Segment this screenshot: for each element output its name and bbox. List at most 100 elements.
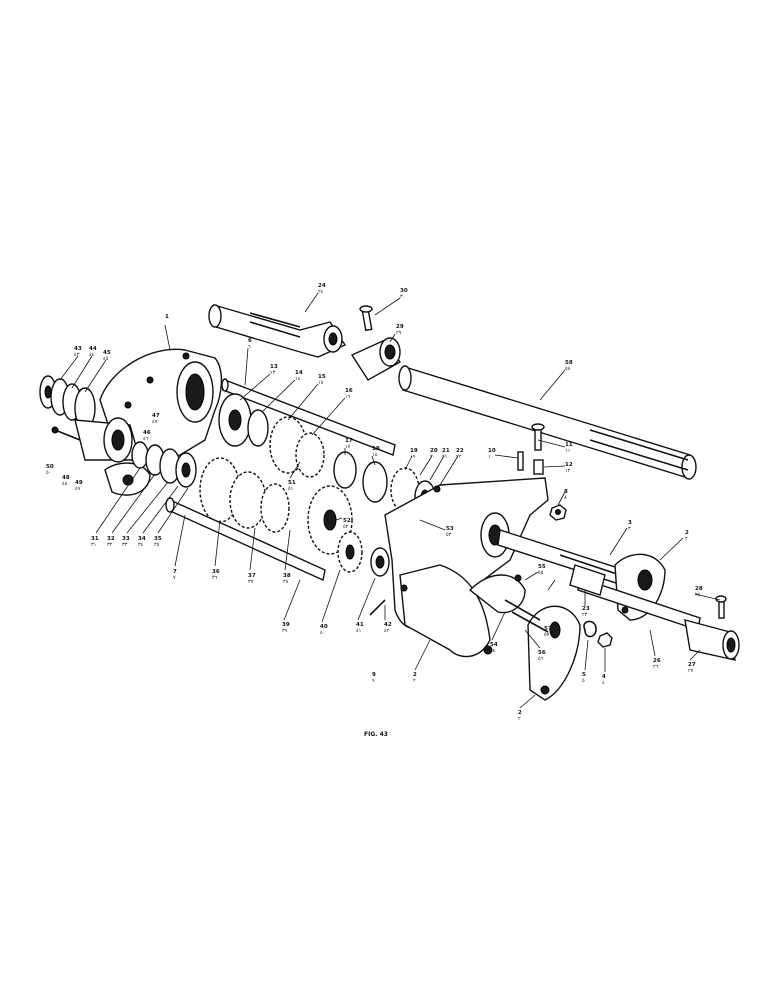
- callout-number: 29: [396, 324, 404, 330]
- callout-arabic-number: ٥٢: [343, 524, 349, 530]
- callout-arabic-number: ١١: [565, 448, 570, 454]
- selector-levers-54-57: [468, 574, 549, 633]
- callout-number: 56: [538, 650, 546, 656]
- callout-arabic-number: ٤٠: [320, 630, 325, 636]
- callout-number: 4: [602, 674, 606, 680]
- callout-number: 28: [695, 586, 703, 592]
- layshaft-cluster-36-38: [199, 457, 353, 555]
- nut-8: [549, 504, 567, 521]
- callout-arabic-number: ٢: [685, 536, 688, 542]
- callout-number: 7: [173, 569, 177, 575]
- nut-4: [597, 632, 613, 648]
- callout-arabic-number: ٣٠: [400, 294, 405, 300]
- callout-arabic-number: ٤٤: [89, 352, 95, 358]
- callout-arabic-number: ٢٣: [582, 612, 588, 618]
- callout-number: 43: [74, 346, 82, 352]
- callout-number: 50: [46, 464, 54, 470]
- callout-number: 2: [413, 672, 417, 678]
- callout-number: 23: [582, 606, 590, 612]
- callout-arabic-number: ٥٤: [490, 648, 496, 654]
- washer-5: [583, 620, 597, 638]
- long-shaft-58: [398, 365, 697, 480]
- callout-arabic-number: ١٥: [318, 380, 324, 386]
- bearing-41: [370, 547, 390, 577]
- flange-housing-48: [74, 417, 141, 463]
- callout-arabic-number: ٣١: [91, 542, 96, 548]
- splined-shaft-24: [208, 304, 347, 358]
- callout-arabic-number: ٨: [564, 495, 567, 501]
- input-seal-assembly-43-45: [39, 375, 96, 429]
- callout-number: 41: [356, 622, 364, 628]
- callout-number: 34: [138, 536, 146, 542]
- callout-number: 13: [270, 364, 278, 370]
- callout-c7: 7٧: [173, 569, 177, 581]
- callout-arabic-number: ٤٧: [152, 419, 158, 425]
- shaft-6: [221, 378, 396, 456]
- callout-number: 10: [488, 448, 496, 454]
- callout-arabic-number: ٣٧: [248, 579, 254, 585]
- callout-arabic-number: ٥١: [288, 486, 293, 492]
- callout-number: 45: [103, 350, 111, 356]
- callout-arabic-number: ٥٧: [544, 632, 550, 638]
- callout-number: 11: [565, 442, 573, 448]
- callout-arabic-number: ٧: [173, 575, 176, 581]
- callout-arabic-number: ٣٦: [212, 575, 218, 581]
- callout-c5: 5٥: [582, 672, 586, 684]
- callout-number: 57: [544, 626, 552, 632]
- callout-number: 35: [154, 536, 162, 542]
- callout-arabic-number: ٥٦: [538, 656, 544, 662]
- callout-number: 17: [345, 438, 353, 444]
- callout-arabic-number: ٥٥: [538, 570, 544, 576]
- bearing-stack-31-35: [131, 441, 197, 488]
- callout-number: 47: [152, 413, 160, 419]
- callout-number: 30: [400, 288, 408, 294]
- callout-arabic-number: ٤٦: [143, 436, 149, 442]
- callout-number: 9: [372, 672, 376, 678]
- callout-number: 8: [564, 489, 568, 495]
- callout-c9: 9٩: [372, 672, 376, 684]
- callout-c8: 8٨: [564, 489, 568, 501]
- callout-number: 58: [565, 360, 573, 366]
- callout-arabic-number: ٦: [248, 344, 251, 350]
- sleeve-23: [569, 564, 606, 596]
- flange-49: [104, 462, 151, 496]
- callout-arabic-number: ١٩: [410, 454, 416, 460]
- callout-arabic-number: ٤٥: [103, 356, 109, 362]
- callout-number: 44: [89, 346, 97, 352]
- rear-main-housing-2: [384, 477, 549, 658]
- callout-number: 55: [538, 564, 546, 570]
- callout-number: 36: [212, 569, 220, 575]
- callout-number: 19: [410, 448, 418, 454]
- callout-arabic-number: ٢٤: [318, 289, 324, 295]
- countershaft-39: [165, 497, 326, 582]
- callout-number: 2: [685, 530, 689, 536]
- callout-number: 18: [372, 446, 380, 452]
- callout-c2c: 2٢: [518, 710, 522, 722]
- callout-arabic-number: ٢٢: [456, 454, 462, 460]
- callout-arabic-number: ٥٣: [446, 532, 452, 538]
- callout-number: 27: [688, 662, 696, 668]
- callout-c6: 6٦: [248, 338, 252, 350]
- callout-number: 5: [582, 672, 586, 678]
- callout-arabic-number: ٣٣: [122, 542, 128, 548]
- callout-number: 46: [143, 430, 151, 436]
- callout-number: 21: [442, 448, 450, 454]
- callout-arabic-number: ١٠: [488, 454, 493, 460]
- callout-c2b: 2٢: [413, 672, 417, 684]
